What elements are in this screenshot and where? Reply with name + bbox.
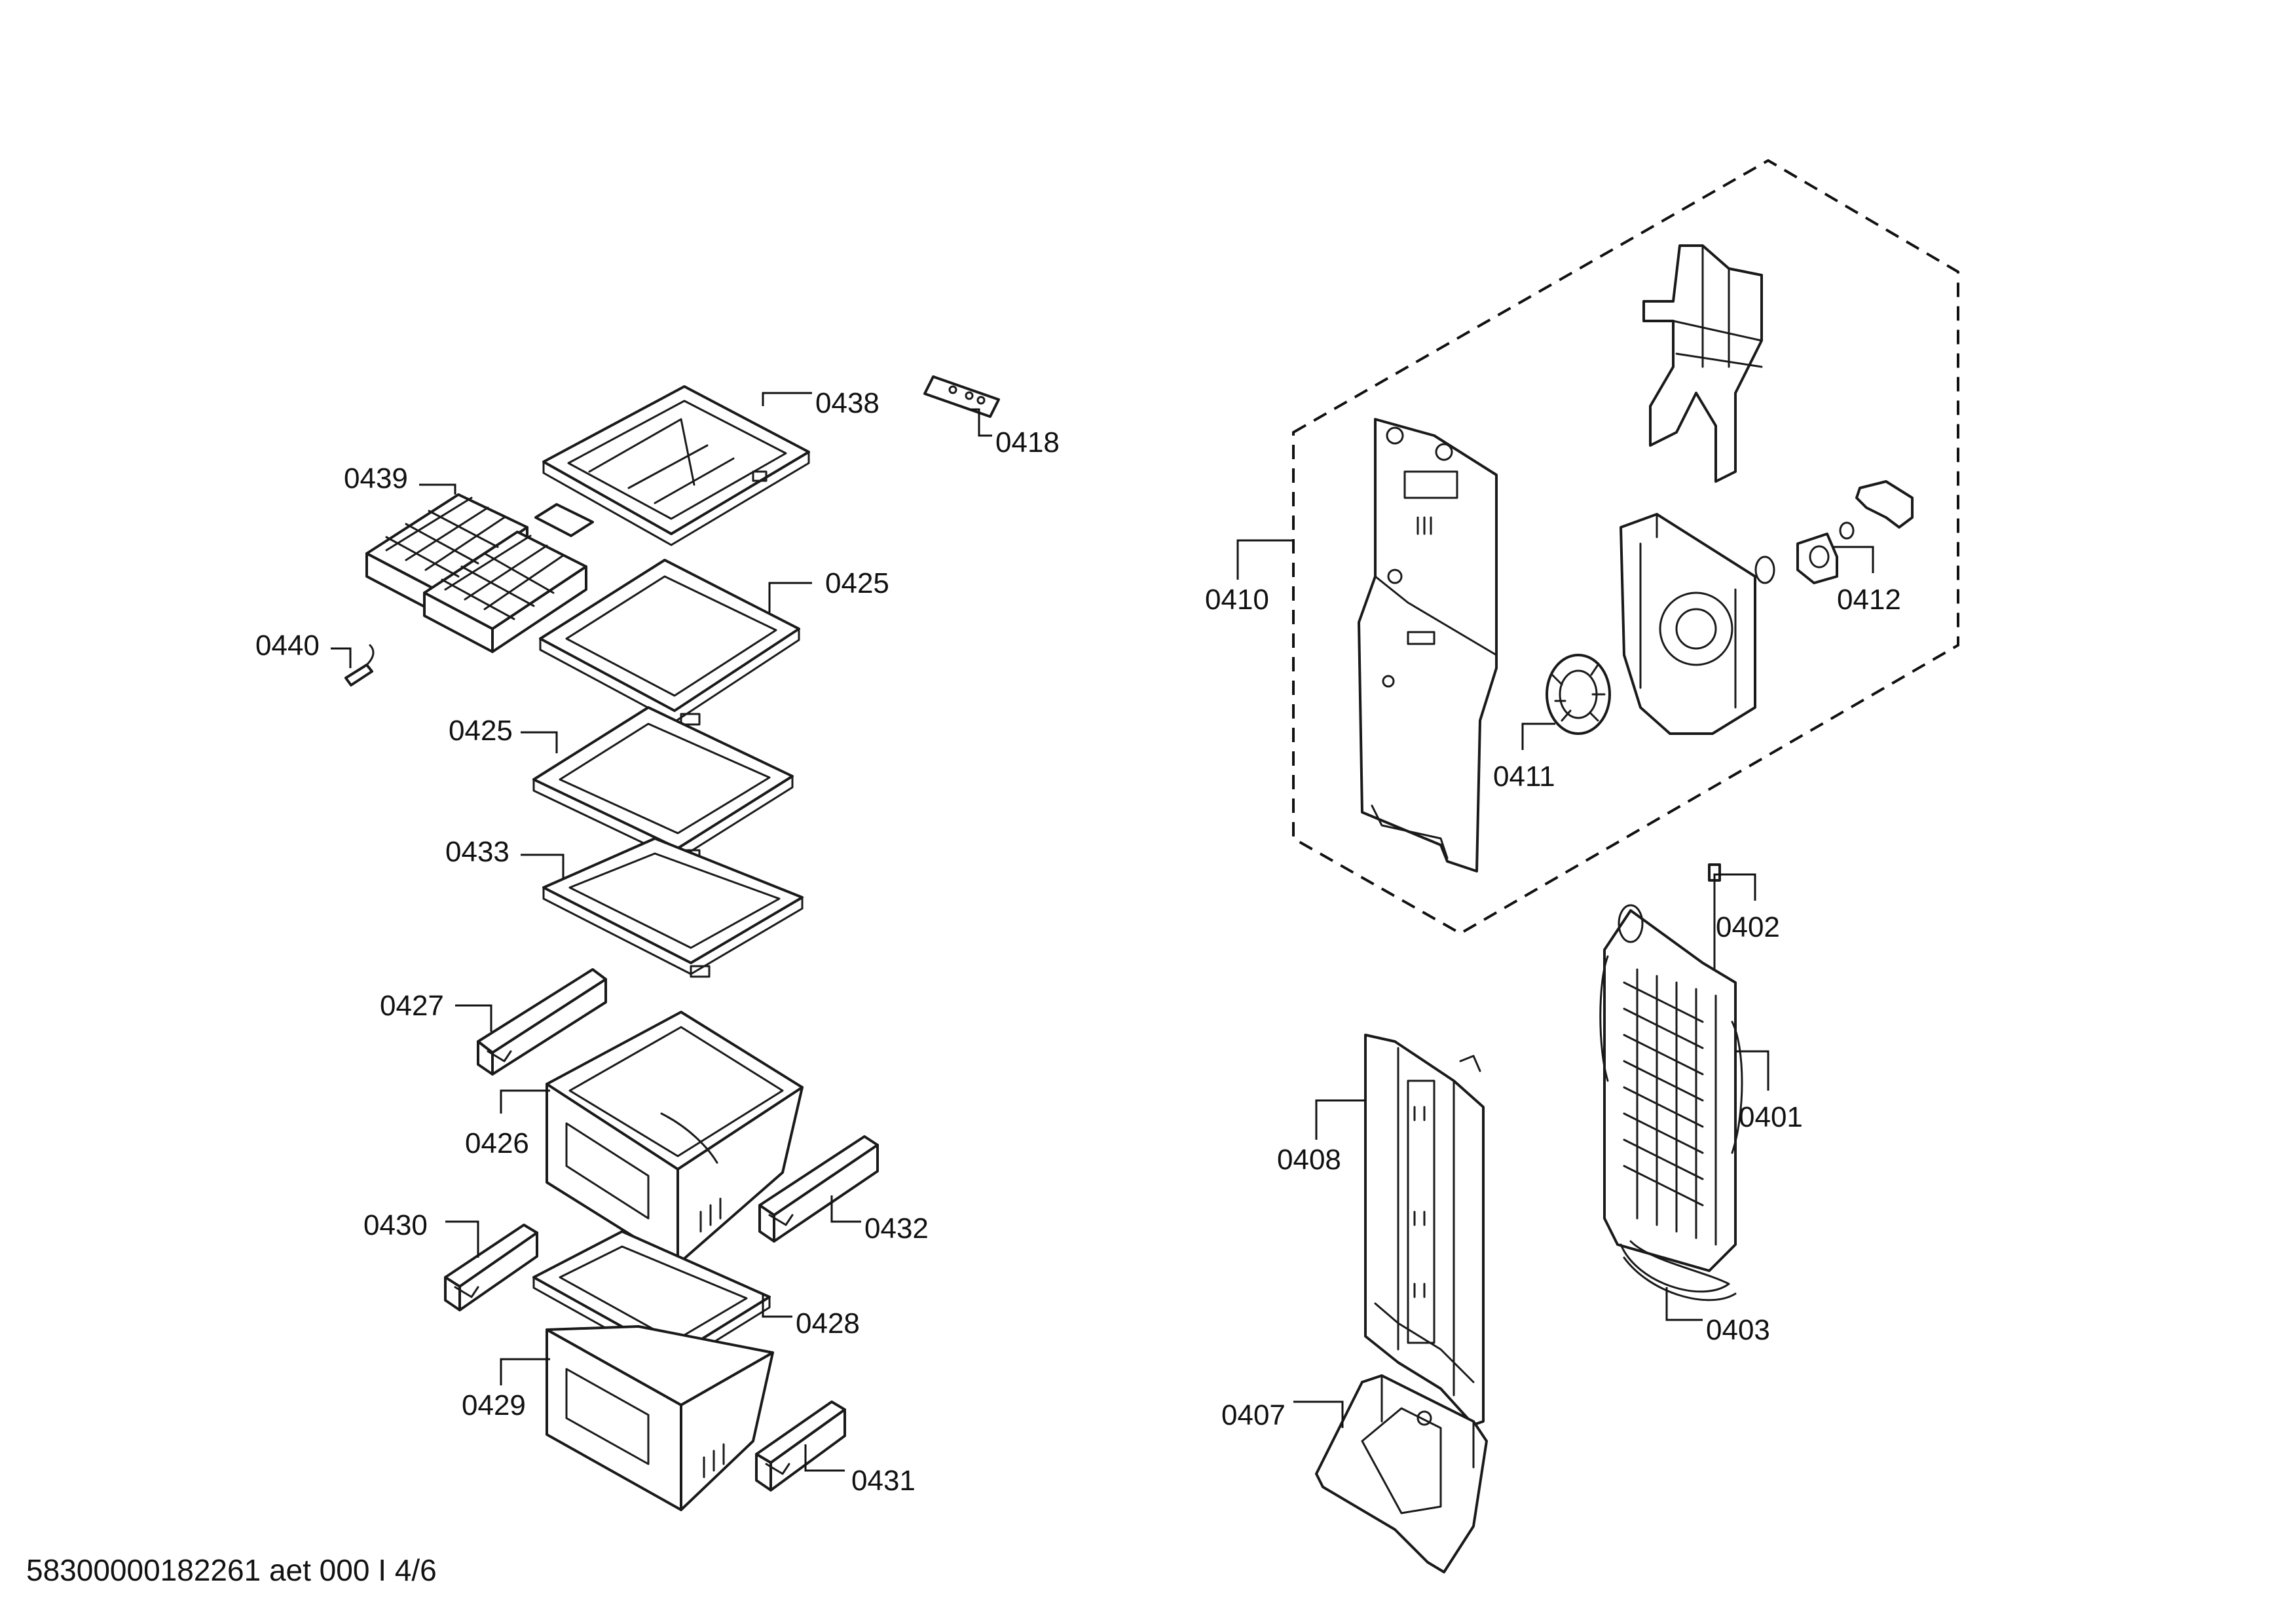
part-0408-duct-panel (1364, 1034, 1485, 1426)
label-0407: 0407 (1221, 1399, 1286, 1431)
assembly-boundary-0410 (1292, 159, 1959, 935)
leader-lines (331, 392, 1874, 1472)
part-0432-rail (758, 1135, 879, 1243)
label-0426: 0426 (465, 1127, 529, 1159)
part-fan-housing (1620, 513, 1756, 735)
label-0403: 0403 (1706, 1314, 1770, 1346)
part-0431-rail (755, 1400, 846, 1492)
part-0429-drawer (546, 1325, 774, 1511)
label-0429: 0429 (462, 1389, 526, 1421)
part-0407-lower-duct (1315, 1374, 1488, 1573)
part-0427-rail (477, 968, 607, 1076)
part-0438-shelf-frame (542, 385, 810, 546)
label-0418: 0418 (995, 426, 1060, 459)
part-0433-shelf (542, 837, 804, 978)
label-0431: 0431 (851, 1465, 916, 1497)
label-0432: 0432 (864, 1212, 929, 1245)
part-0439-ice-trays (365, 493, 594, 653)
label-0411: 0411 (1493, 760, 1555, 793)
part-0412-motor-mount (1754, 480, 1914, 584)
label-0430: 0430 (363, 1209, 428, 1241)
label-0408: 0408 (1277, 1144, 1341, 1176)
label-0402: 0402 (1716, 911, 1780, 943)
label-0440: 0440 (255, 629, 320, 662)
label-0439: 0439 (344, 462, 408, 495)
label-0428: 0428 (796, 1307, 860, 1340)
part-labels: 0438 0418 0439 0425 0440 0425 0433 0427 … (255, 387, 1901, 1497)
label-0433: 0433 (445, 836, 509, 868)
part-0425-shelf-upper (539, 559, 800, 726)
part-0425-shelf-lower (532, 706, 794, 862)
label-0427: 0427 (380, 990, 444, 1022)
label-0410: 0410 (1205, 584, 1269, 616)
part-0410-back-panel (1358, 418, 1498, 873)
part-0403-heater (1620, 1240, 1737, 1302)
part-0430-rail (444, 1224, 538, 1311)
document-id-footer: 58300000182261 aet 000 I 4/6 (26, 1553, 437, 1587)
part-0418-tag (923, 375, 1000, 418)
part-0401-evaporator (1599, 904, 1743, 1272)
label-0438: 0438 (815, 387, 880, 419)
label-0412: 0412 (1837, 584, 1901, 616)
label-0401: 0401 (1739, 1101, 1803, 1133)
part-upper-bracket (1642, 244, 1763, 483)
part-0440-pin (344, 644, 375, 686)
part-0426-drawer (546, 1011, 804, 1266)
part-0411-fan (1546, 654, 1611, 735)
label-0425: 0425 (825, 567, 889, 599)
label-0425: 0425 (449, 715, 513, 747)
